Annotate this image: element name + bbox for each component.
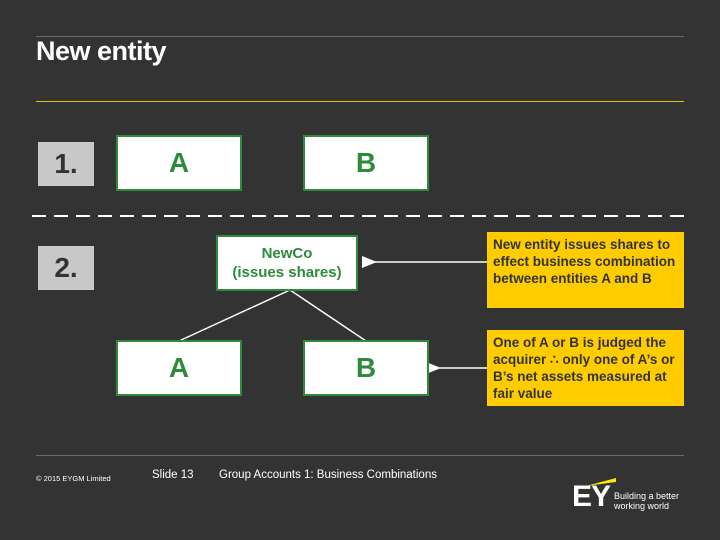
newco-name: NewCo: [261, 245, 313, 262]
newco-box: NewCo (issues shares): [216, 235, 358, 291]
logo-tagline-line-2: working world: [614, 501, 670, 511]
logo-brand: EY: [572, 480, 611, 513]
newco-note: (issues shares): [232, 264, 342, 281]
connector-newco-to-a: [178, 289, 291, 342]
slide-title: New entity: [36, 36, 167, 66]
callout-new-entity-issues-shares: New entity issues shares to effect busin…: [487, 232, 684, 308]
slide-number: Slide 13: [152, 469, 194, 481]
scenario-1-number: 1.: [38, 142, 94, 186]
callout-acquirer-judgement: One of A or B is judged the acquirer ∴ o…: [487, 330, 684, 406]
ey-logo: EY Building a better working world: [572, 478, 692, 518]
footer-rule: [36, 455, 684, 456]
title-underline: [36, 101, 684, 102]
logo-beam-icon: [586, 478, 616, 486]
top-rule: [36, 36, 684, 37]
deck-title: Group Accounts 1: Business Combinations: [219, 469, 437, 481]
scenario-1-entity-b: B: [303, 135, 429, 191]
copyright-text: © 2015 EYGM Limited: [36, 474, 111, 483]
scenario-2-entity-a: A: [116, 340, 242, 396]
logo-tagline-line-1: Building a better: [614, 491, 680, 501]
connector-newco-to-b: [289, 289, 367, 342]
scenario-2-number: 2.: [38, 246, 94, 290]
scenario-1-entity-a: A: [116, 135, 242, 191]
scenario-2-entity-b: B: [303, 340, 429, 396]
